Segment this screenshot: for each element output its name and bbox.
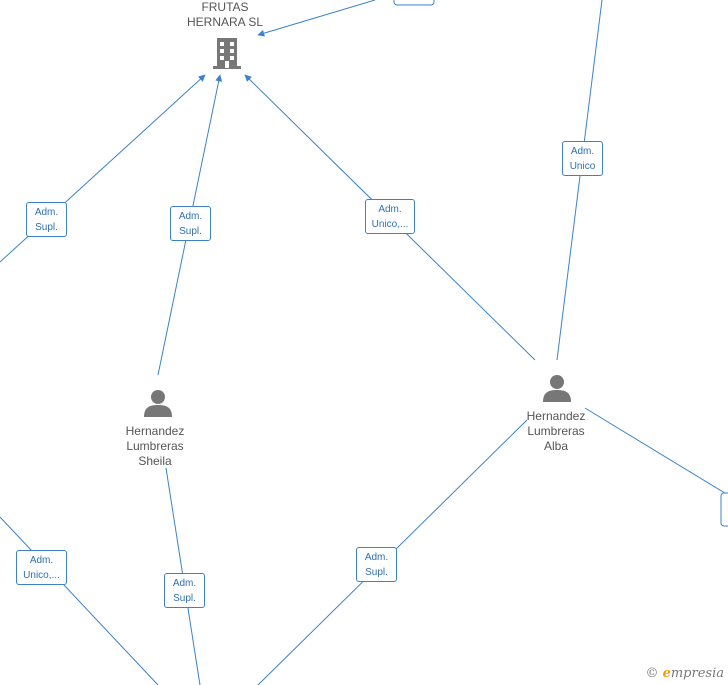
person-name-alba[interactable]: Hernandez Lumbreras Alba <box>526 409 586 453</box>
edge-left-to-bottom <box>0 516 159 685</box>
person-name-sheila[interactable]: Hernandez Lumbreras Sheila <box>125 424 185 468</box>
edge-alba-to-right <box>584 407 728 496</box>
role-box-partial-right[interactable] <box>720 492 728 527</box>
edge-alba-to-top-right <box>556 0 603 361</box>
person-icon[interactable] <box>542 373 572 408</box>
role-box[interactable]: Adm.Unico,... <box>16 550 67 585</box>
building-icon[interactable] <box>211 36 243 75</box>
role-box[interactable]: Adm.Supl. <box>164 573 205 608</box>
role-box[interactable]: Adm.Supl. <box>26 202 67 237</box>
role-box[interactable]: Adm.Supl. <box>170 206 211 241</box>
role-box[interactable]: Adm.Unico <box>562 141 603 176</box>
role-box-partial-top[interactable] <box>393 0 435 6</box>
edge-top-to-company <box>257 0 376 37</box>
role-box[interactable]: Adm.Supl. <box>356 547 397 582</box>
role-box[interactable]: Adm.Unico,... <box>365 199 415 234</box>
company-name[interactable]: FRUTAS HERNARA SL <box>186 0 264 29</box>
empresia-watermark: © empresia <box>645 666 724 681</box>
person-icon[interactable] <box>143 388 173 423</box>
